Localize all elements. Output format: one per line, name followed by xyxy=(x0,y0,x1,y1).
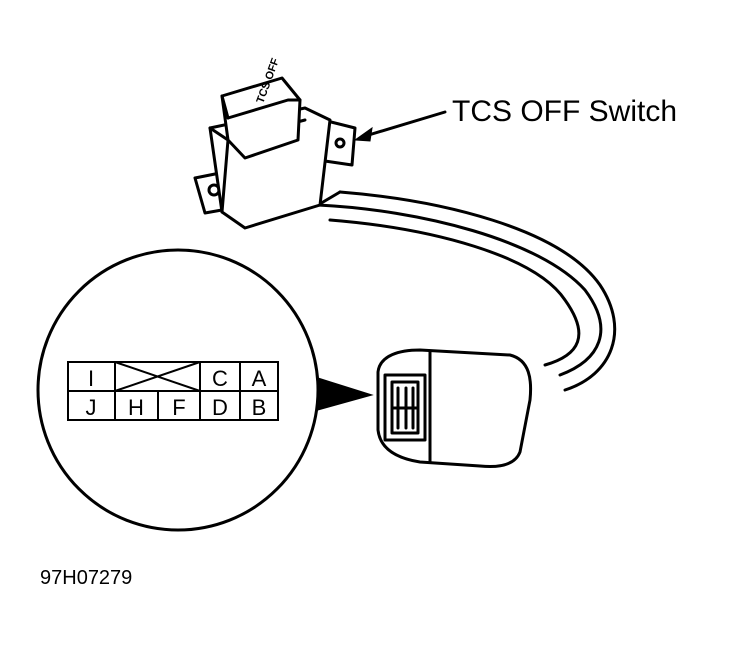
pin-grid: I C A J H F D B xyxy=(67,361,279,421)
pin-label: J xyxy=(86,395,97,420)
pin-label: C xyxy=(212,366,228,391)
pin-label: H xyxy=(128,395,144,420)
callout-label: TCS OFF Switch xyxy=(452,95,677,128)
pin-label: A xyxy=(252,366,267,391)
pin-label: I xyxy=(88,366,94,391)
wire-harness xyxy=(316,190,617,392)
pin-label: D xyxy=(212,395,228,420)
pin-label: F xyxy=(172,395,185,420)
callout: TCS OFF Switch xyxy=(353,95,677,142)
connector-face-magnifier: I C A J H F D B xyxy=(36,248,320,532)
harness-connector xyxy=(376,348,533,469)
magnifier-pointer xyxy=(317,377,374,411)
pin-label: B xyxy=(252,395,267,420)
figure-id: 97H07279 xyxy=(40,567,132,589)
tcs-off-switch: TCS OFF xyxy=(193,56,357,230)
